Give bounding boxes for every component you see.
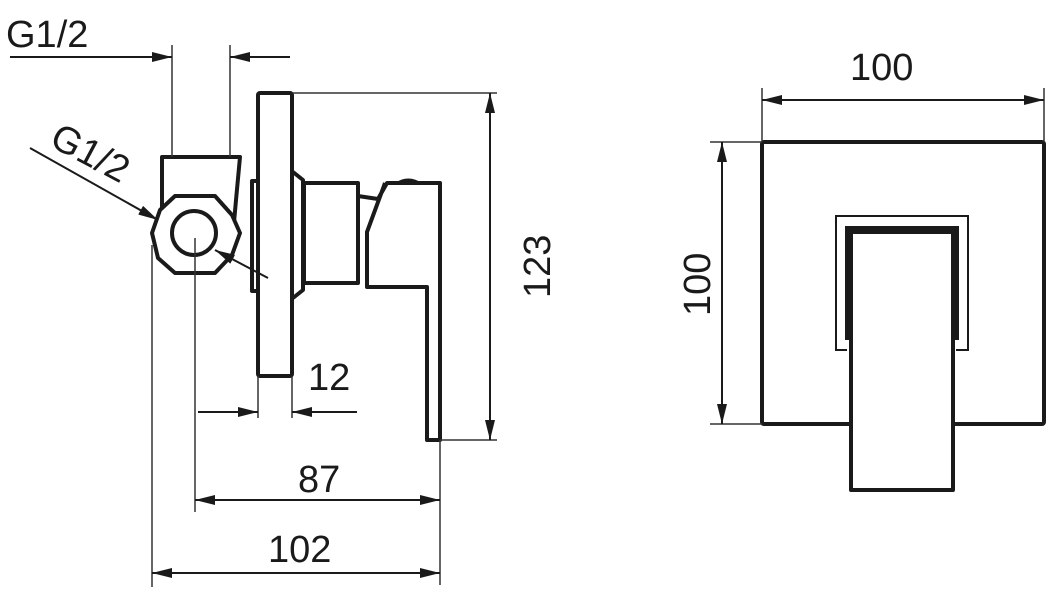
handle-bracket-inner bbox=[845, 226, 959, 340]
height-label: 123 bbox=[517, 235, 559, 298]
mounting-shim bbox=[250, 179, 260, 293]
hex-nut bbox=[150, 194, 242, 275]
side-view: G1/2 G1/2 123 12 87 102 bbox=[6, 14, 559, 587]
plate-thickness-label: 12 bbox=[308, 357, 350, 399]
dim-arrow bbox=[214, 249, 269, 279]
pipe-bore bbox=[170, 209, 218, 257]
lever-front bbox=[849, 230, 955, 492]
inlet-top-label: G1/2 bbox=[6, 14, 88, 56]
dim-arrow bbox=[29, 147, 159, 221]
handle-cap bbox=[395, 178, 422, 183]
projection-label: 87 bbox=[298, 459, 340, 501]
flange bbox=[291, 170, 305, 300]
front-height-label: 100 bbox=[677, 253, 719, 316]
lever-handle bbox=[357, 181, 442, 442]
front-view: 100 100 bbox=[677, 47, 1046, 492]
handle-bracket bbox=[835, 215, 969, 351]
wall-plate bbox=[256, 91, 294, 378]
valve-body bbox=[302, 181, 360, 285]
inlet-side-label: G1/2 bbox=[44, 116, 136, 192]
overall-depth-label: 102 bbox=[268, 529, 331, 571]
front-width-label: 100 bbox=[850, 47, 913, 89]
